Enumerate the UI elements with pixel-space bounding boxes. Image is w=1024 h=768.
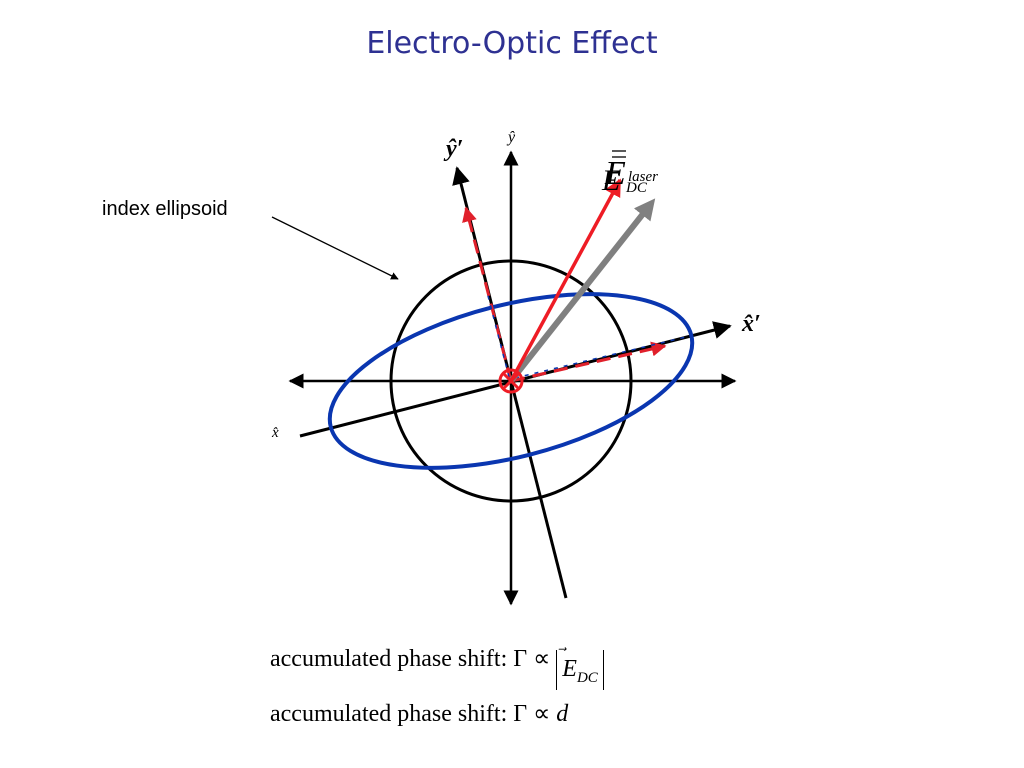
laser-subscript: laser bbox=[628, 169, 658, 185]
phase-shift-equation-length: accumulated phase shift: Γ ∝ d bbox=[270, 699, 568, 728]
eq1-e: E bbox=[562, 650, 577, 688]
page-title: Electro-Optic Effect bbox=[366, 26, 658, 61]
e-laser-vector bbox=[509, 178, 622, 382]
e-symbol-laser: E bbox=[604, 155, 626, 192]
abs-value: EDC bbox=[556, 650, 604, 690]
index-circle bbox=[389, 259, 633, 503]
x-prime-label: x̂′ bbox=[741, 311, 761, 337]
y-hat-label: ŷ bbox=[506, 129, 516, 146]
index-ellipsoid-label: index ellipsoid bbox=[102, 198, 228, 220]
dashed-x-component bbox=[510, 341, 667, 383]
dashed-y-component bbox=[462, 206, 513, 382]
eq1-sub: DC bbox=[576, 670, 598, 686]
phase-shift-equation-field: accumulated phase shift: Γ ∝ EDC bbox=[270, 644, 604, 690]
e-symbol-dc: E bbox=[601, 164, 620, 197]
dc-subscript: DC bbox=[625, 180, 648, 196]
x-hat-label: x̂ bbox=[271, 425, 279, 441]
eq2-var: d bbox=[556, 701, 569, 727]
callout-arrow bbox=[271, 216, 399, 280]
y-prime-label: ŷ′ bbox=[443, 136, 463, 162]
eq1-prefix: accumulated phase shift: Γ ∝ bbox=[270, 646, 557, 672]
propagation-into-page-icon bbox=[498, 368, 524, 394]
e-dc-vector bbox=[508, 198, 656, 383]
blue-dashed-y bbox=[486, 291, 510, 378]
eq2-prefix: accumulated phase shift: Γ ∝ bbox=[270, 701, 557, 727]
